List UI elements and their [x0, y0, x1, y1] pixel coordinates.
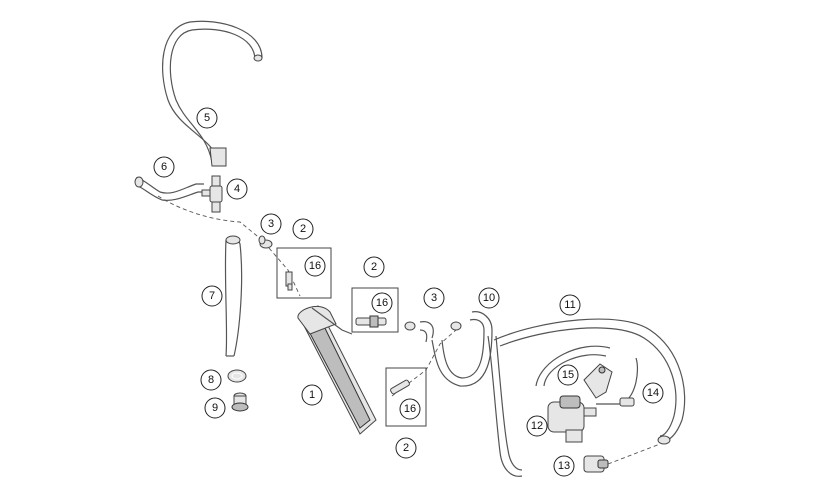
- canister-part-1: [297, 305, 377, 435]
- svg-text:4: 4: [234, 183, 240, 195]
- svg-text:6: 6: [161, 161, 167, 173]
- callout-15: 15: [557, 364, 579, 386]
- hose-part-10: [431, 311, 493, 387]
- valve-detail-box-upper: [276, 247, 332, 299]
- callout-1: 1: [301, 384, 323, 406]
- valve-detail-box-lower: [385, 367, 427, 427]
- svg-text:7: 7: [209, 290, 215, 302]
- assembly-line: [157, 195, 301, 297]
- svg-text:16: 16: [376, 297, 388, 309]
- bent-hose-part-6: [134, 176, 204, 201]
- svg-text:9: 9: [212, 402, 218, 414]
- svg-text:5: 5: [204, 112, 210, 124]
- cap-part-9: [231, 392, 249, 412]
- callout-4: 4: [226, 178, 248, 200]
- callout-6: 6: [153, 156, 175, 178]
- callout-2: 2: [363, 256, 385, 278]
- callout-2: 2: [395, 437, 417, 459]
- svg-text:3: 3: [268, 218, 274, 230]
- fitting-part-4: [201, 175, 223, 213]
- svg-text:10: 10: [483, 292, 495, 304]
- hose-part-14: [596, 357, 639, 407]
- clamp-part-3-middle: [404, 321, 462, 343]
- hose-part-7: [224, 235, 243, 357]
- connector-part-13: [583, 443, 661, 473]
- callout-14: 14: [642, 382, 664, 404]
- clamp-part-3: [258, 235, 273, 249]
- svg-text:16: 16: [309, 260, 321, 272]
- callout-3: 3: [260, 213, 282, 235]
- svg-text:16: 16: [404, 403, 416, 415]
- svg-text:14: 14: [647, 387, 659, 399]
- svg-text:15: 15: [562, 369, 574, 381]
- callout-16: 16: [371, 292, 393, 314]
- clamp-part-8: [227, 369, 247, 383]
- callout-10: 10: [478, 287, 500, 309]
- callout-13: 13: [553, 455, 575, 477]
- callout-3: 3: [423, 287, 445, 309]
- svg-text:1: 1: [309, 389, 315, 401]
- callout-7: 7: [201, 285, 223, 307]
- callout-8: 8: [200, 369, 222, 391]
- callout-9: 9: [204, 397, 226, 419]
- svg-text:3: 3: [431, 292, 437, 304]
- callout-5: 5: [196, 107, 218, 129]
- svg-text:13: 13: [558, 460, 570, 472]
- svg-text:2: 2: [403, 442, 409, 454]
- hose-part-11: [487, 318, 686, 477]
- vent-hose-part-5: [162, 20, 263, 167]
- svg-text:2: 2: [371, 261, 377, 273]
- svg-text:11: 11: [564, 299, 575, 311]
- callout-16: 16: [304, 255, 326, 277]
- svg-text:8: 8: [208, 374, 214, 386]
- callout-2: 2: [292, 218, 314, 240]
- svg-text:12: 12: [531, 420, 543, 432]
- valve-detail-box-middle: [351, 287, 399, 333]
- valve-part-12: [547, 395, 597, 443]
- bracket-part-15: [583, 363, 613, 399]
- callout-12: 12: [526, 415, 548, 437]
- callout-11: 11: [559, 294, 581, 316]
- svg-text:2: 2: [300, 223, 306, 235]
- callout-16: 16: [399, 398, 421, 420]
